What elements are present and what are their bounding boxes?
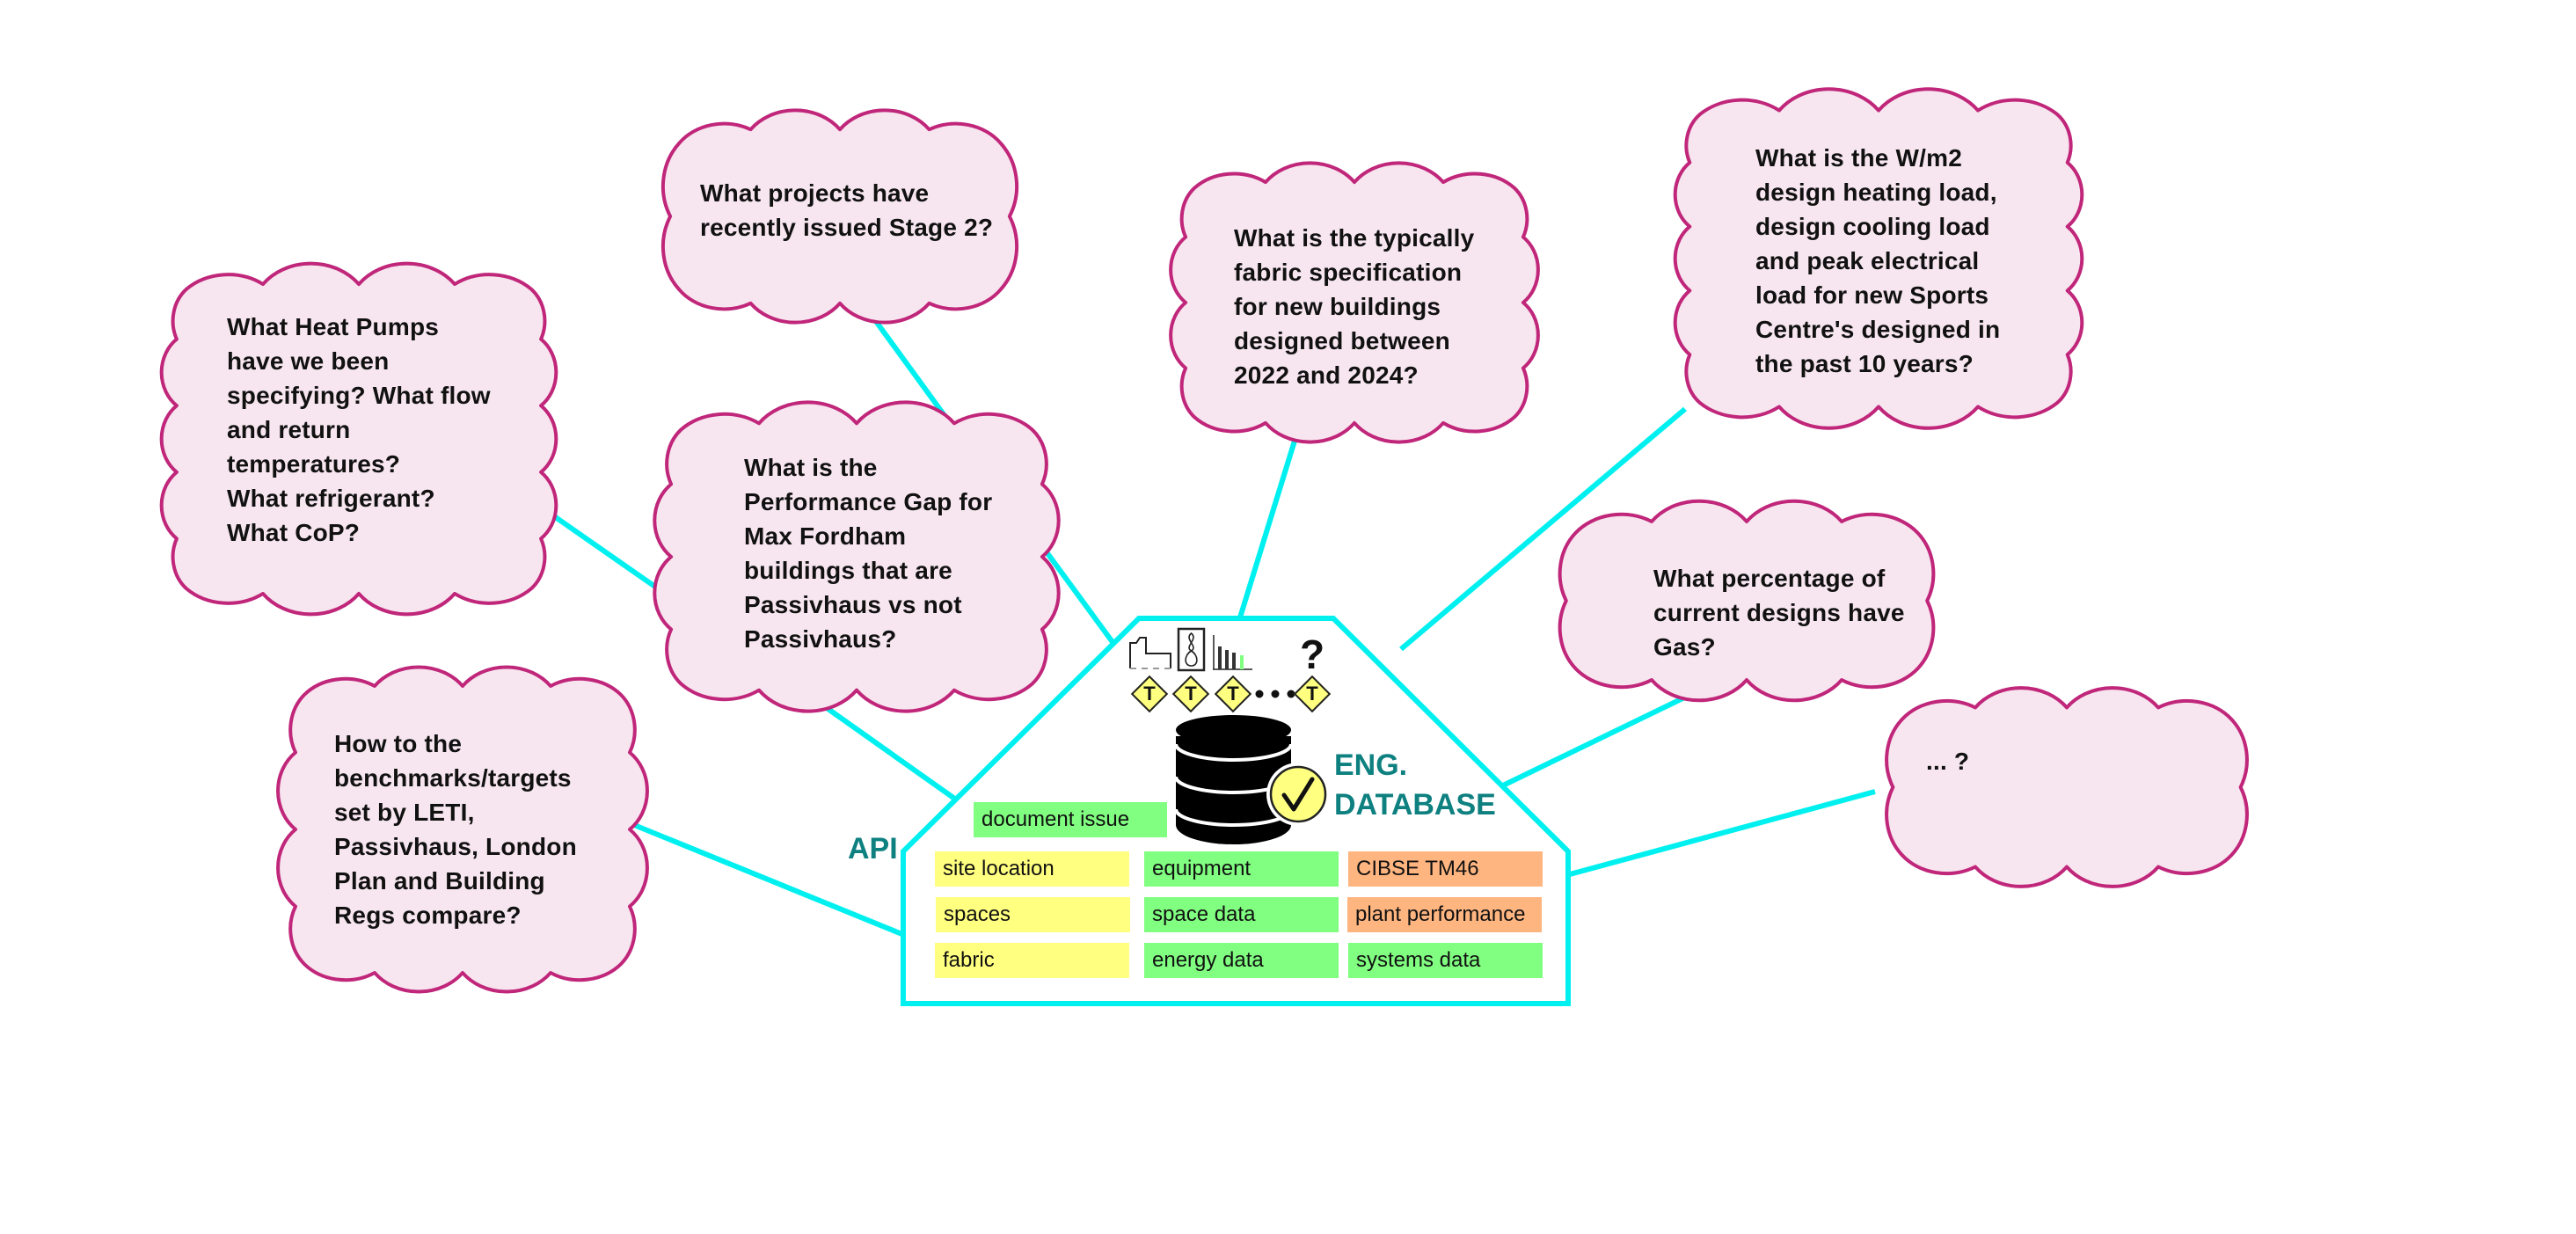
eng-database-title-line1: ENG. (1334, 748, 1408, 782)
tag-badge: T (1130, 675, 1169, 713)
question-sports-centre: What is the W/m2 design heating load, de… (1755, 144, 2001, 377)
question-stage-2: What projects have recently issued Stage… (700, 179, 994, 241)
thought-cloud-sports-centre (1673, 87, 2084, 430)
thought-cloud-gas (1558, 499, 1936, 703)
tag-letter: T (1143, 683, 1156, 705)
tag-badge: T (1293, 675, 1332, 713)
connector-line (813, 697, 970, 811)
connector-line (865, 309, 951, 422)
chip: equipment (1144, 851, 1339, 887)
tag-letter: T (1227, 683, 1239, 705)
thought-cloud-benchmarks (276, 665, 649, 994)
api-label: API (848, 832, 898, 865)
thought-cloud-performance-gap (653, 400, 1061, 713)
question-heat-pumps: What Heat Pumps have we been specifying?… (227, 313, 491, 546)
ellipsis-dots (1255, 690, 1295, 698)
question-fabric-spec: What is the typically fabric specificati… (1234, 224, 1475, 389)
chip: spaces (936, 897, 1130, 932)
tag-letter: T (1306, 683, 1318, 705)
chip: energy data (1144, 943, 1339, 978)
chip: CIBSE TM46 (1348, 851, 1543, 887)
tag-badge: T (1214, 675, 1252, 713)
thought-cloud-heat-pumps (159, 261, 558, 617)
connector-line (1399, 406, 1687, 652)
chip-document-issue: document issue (974, 802, 1167, 837)
connector-line (1569, 789, 1876, 877)
bar-chart-icon (1213, 635, 1252, 670)
chip: space data (1144, 897, 1339, 932)
question-more: ... ? (1926, 748, 1970, 775)
connector-line (613, 814, 906, 938)
tag-badge: T (1171, 675, 1210, 713)
question-mark-icon: ? (1300, 632, 1324, 677)
chip: plant performance (1347, 897, 1542, 932)
building-outline-icon (1129, 637, 1171, 669)
tag-letter: T (1185, 683, 1197, 705)
thought-cloud-fabric-spec (1169, 161, 1540, 444)
chip: fabric (935, 943, 1129, 978)
check-badge-icon (1266, 763, 1330, 826)
thought-cloud-more (1885, 686, 2249, 888)
question-performance-gap: What is the Performance Gap for Max Ford… (744, 454, 993, 653)
question-gas: What percentage of current designs have … (1653, 565, 1905, 661)
thought-cloud-stage-2 (660, 108, 1019, 325)
chip: site location (935, 851, 1129, 887)
fan-coil-icon (1177, 627, 1206, 672)
eng-database-title-line2: DATABASE (1334, 788, 1496, 821)
chip: systems data (1348, 943, 1543, 978)
connector-line (1237, 426, 1302, 618)
question-benchmarks: How to the benchmarks/targets set by LET… (334, 730, 577, 929)
